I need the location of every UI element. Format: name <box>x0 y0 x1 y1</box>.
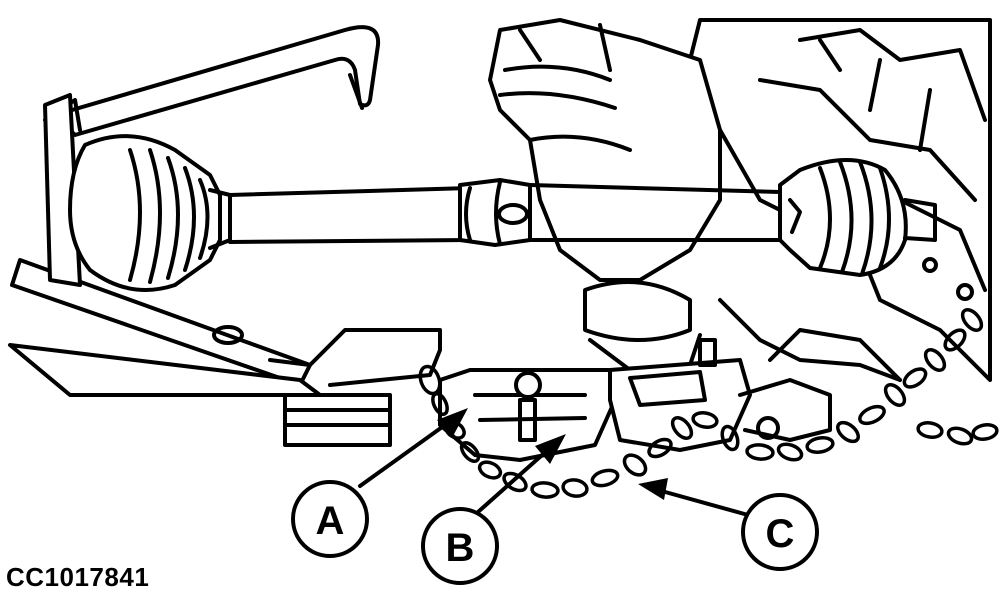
leader-arrow-a <box>358 418 454 488</box>
callout-c: C <box>741 493 819 571</box>
callout-a: A <box>291 480 369 558</box>
leader-arrows <box>358 408 750 517</box>
lower-clamp-assembly <box>438 328 902 462</box>
hook-lever <box>43 25 381 137</box>
leader-arrow-c <box>656 488 750 517</box>
callout-a-letter: A <box>316 499 345 543</box>
callout-c-letter: C <box>766 512 795 556</box>
left-cv-boot <box>68 134 232 292</box>
drive-shaft <box>228 178 782 247</box>
figure-id-label: CC1017841 <box>6 562 150 592</box>
chain <box>418 308 999 499</box>
callout-b-letter: B <box>446 526 475 570</box>
frame-bracket <box>8 93 442 447</box>
callout-b: B <box>421 507 499 585</box>
leader-arrow-b <box>476 446 552 514</box>
right-cv-boot <box>778 158 937 277</box>
